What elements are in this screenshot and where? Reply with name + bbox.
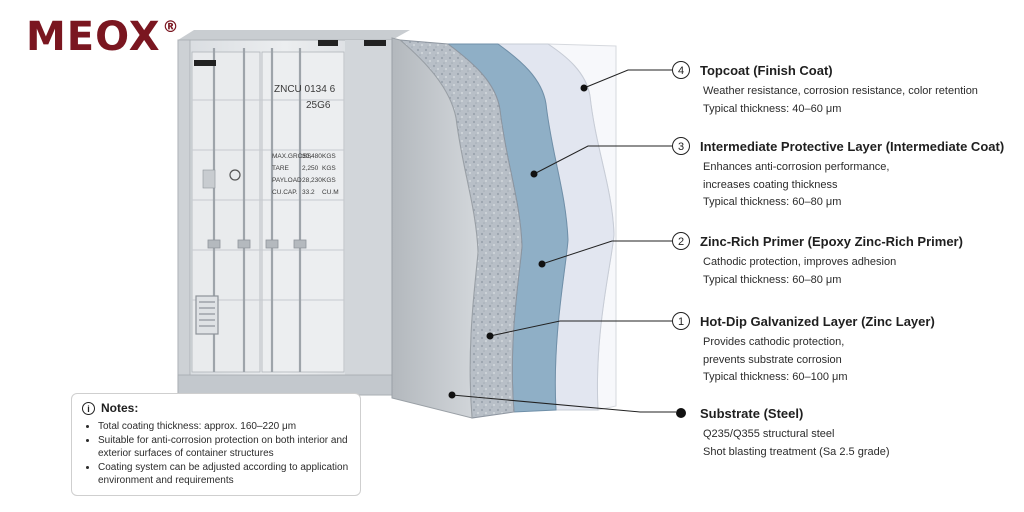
dot-substrate [448,391,456,399]
layer-label-zinc: 1 Hot-Dip Galvanized Layer (Zinc Layer) … [672,311,1017,387]
door-right [261,51,345,373]
dot-intermediate [530,170,538,178]
brand-name: MEOX [26,14,161,60]
layer-title: Zinc-Rich Primer (Epoxy Zinc-Rich Primer… [700,233,963,249]
shipping-container: ZNCU 0134 6 25G6 MAX.GROSS 30,480 KGS TA… [177,30,410,396]
notes-box: i Notes: Total coating thickness: approx… [71,393,361,496]
dot-primer [538,260,546,268]
container-code: ZNCU 0134 6 [274,84,336,95]
layer-desc: Cathodic protection, improves adhesion [703,256,897,268]
layer-desc: Enhances anti-corrosion performance, [703,161,890,173]
layer-thickness: Typical thickness: 60–80 μm [703,196,842,208]
notes-list: Total coating thickness: approx. 160–220… [82,420,350,488]
brand-logo: MEOX® [26,14,180,60]
weight-value-2: 28,230 [302,177,322,184]
weight-label-3: CU.CAP. [272,189,298,196]
layer-label-substrate: Substrate (Steel) Q235/Q355 structural s… [672,403,1017,461]
coating-layers [391,37,617,419]
weight-value-3: 33.2 [302,189,315,196]
layer-title: Hot-Dip Galvanized Layer (Zinc Layer) [700,313,935,329]
leader-zinc [489,320,672,337]
layer-desc: Shot blasting treatment (Sa 2.5 grade) [703,445,890,458]
registered-mark: ® [162,16,180,36]
layer-number-3: 3 [672,137,690,155]
layer-label-intermediate: 3 Intermediate Protective Layer (Interme… [672,136,1017,212]
layer-steel [391,37,479,419]
layer-label-topcoat: 4 Topcoat (Finish Coat) Weather resistan… [672,60,1017,118]
note-item: Total coating thickness: approx. 160–220… [98,420,350,434]
container-side [345,40,392,395]
weight-label-2: PAYLOAD [272,177,302,184]
layer-desc: Weather resistance, corrosion resistance… [703,85,978,97]
dot-zinc [486,332,494,340]
leader-substrate [451,394,676,413]
weight-unit-0: KGS [322,153,336,160]
layer-title: Substrate (Steel) [700,405,804,421]
vent-grille [195,295,219,335]
layer-number-4: 4 [672,61,690,79]
container-weights: MAX.GROSS 30,480 KGS TARE 2,250 KGS PAYL… [272,153,339,196]
leader-topcoat [583,69,672,89]
container-plate [202,169,216,189]
container-emblem [229,169,241,181]
leader-intermediate [533,145,672,175]
door-ribs [192,99,344,301]
weight-value-1: 2,250 [302,165,319,172]
bar-handles [207,239,307,249]
layer-desc: Provides cathodic protection, [703,336,845,348]
layer-title: Intermediate Protective Layer (Intermedi… [700,138,1005,154]
layer-thickness: Typical thickness: 60–80 μm [703,273,842,286]
layer-number-2: 2 [672,232,690,250]
hazard-stripes [194,40,386,66]
weight-unit-3: CU.M [322,189,339,196]
container-size-type: 25G6 [306,100,331,111]
layer-desc: prevents substrate corrosion [703,353,842,366]
weight-value-0: 30,480 [302,153,322,160]
container-frame-bottom [177,374,393,396]
leader-dots [448,84,588,399]
info-icon: i [82,401,95,415]
layer-desc: increases coating thickness [703,178,838,191]
layer-desc: Q235/Q355 structural steel [703,428,835,440]
layer-number-1: 1 [672,312,690,330]
note-item: Coating system can be adjusted according… [98,461,350,488]
substrate-dot [676,408,686,418]
leader-primer [541,240,672,265]
leader-lines [451,69,676,413]
weight-label-0: MAX.GROSS [272,153,312,160]
container-frame-left [177,39,191,396]
weight-unit-2: KGS [322,177,336,184]
container-top [178,30,410,40]
layer-thickness: Typical thickness: 60–100 μm [703,371,848,383]
layer-label-primer: 2 Zinc-Rich Primer (Epoxy Zinc-Rich Prim… [672,231,1017,289]
note-item: Suitable for anti-corrosion protection o… [98,434,350,461]
layer-title: Topcoat (Finish Coat) [700,62,833,78]
dot-topcoat [580,84,588,92]
weight-unit-1: KGS [322,165,336,172]
notes-title: Notes: [101,401,139,415]
weight-label-1: TARE [272,165,290,172]
layer-thickness: Typical thickness: 40–60 μm [703,102,842,115]
